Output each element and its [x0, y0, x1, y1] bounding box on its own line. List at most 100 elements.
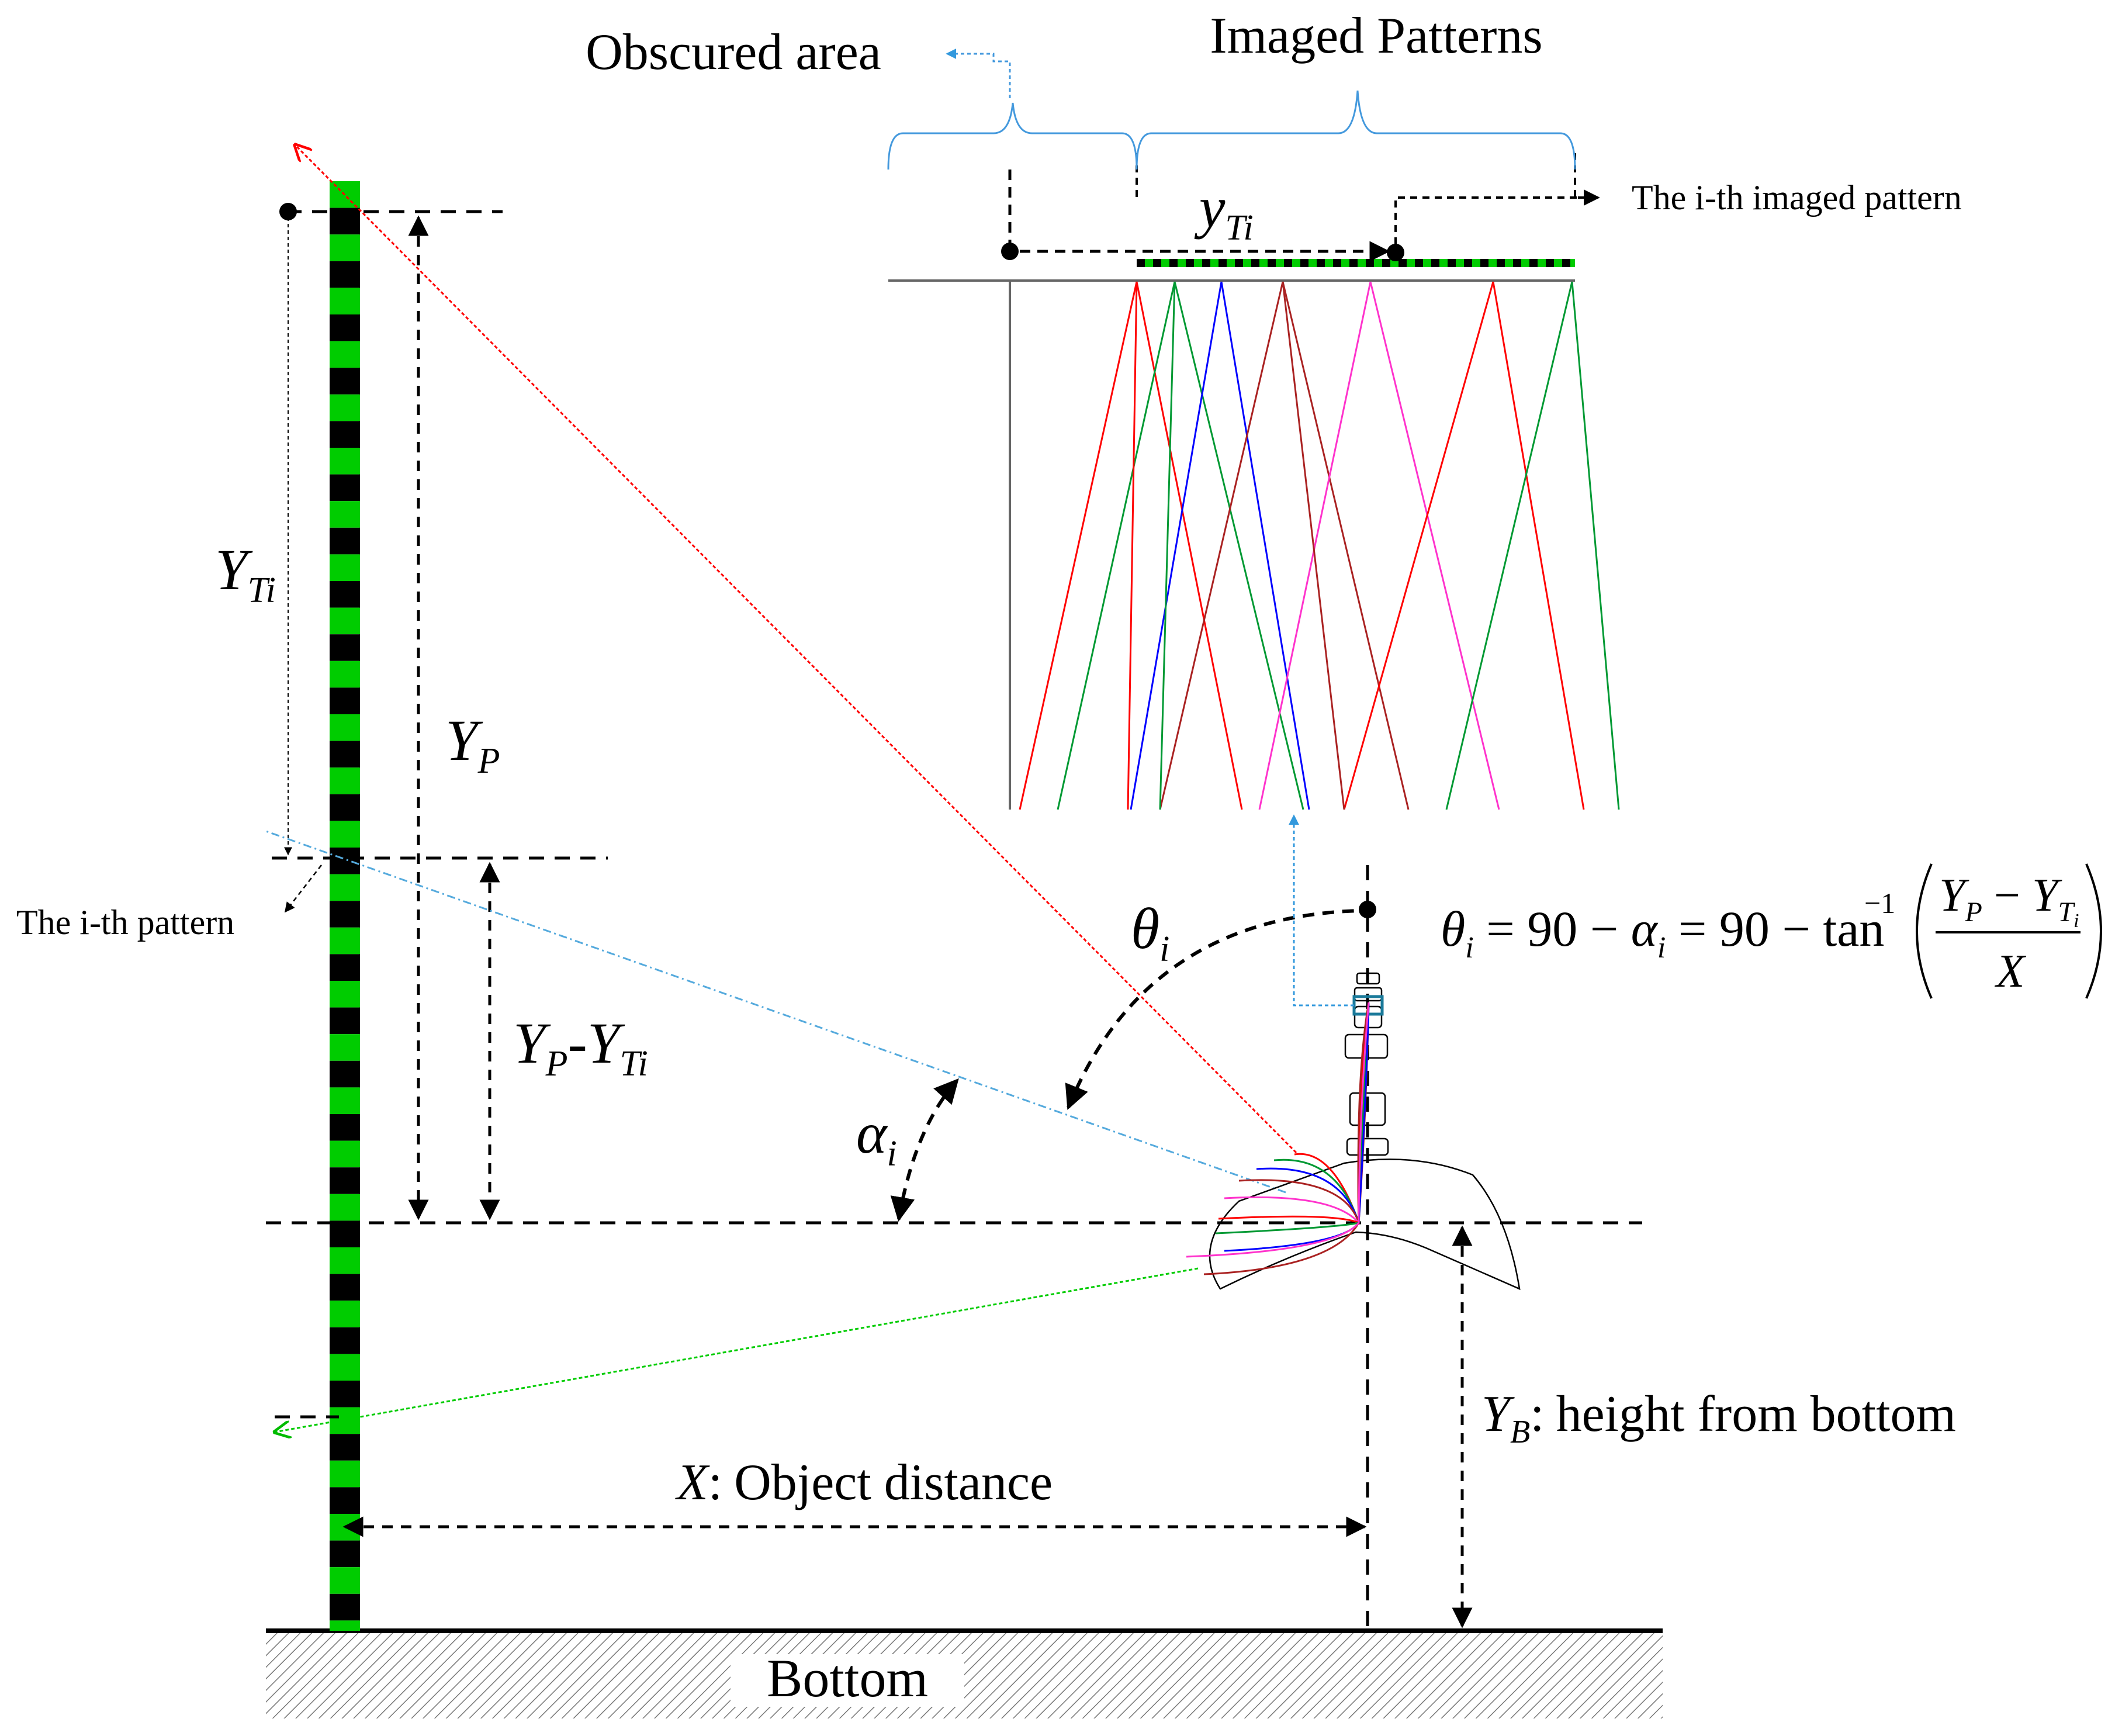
green-lower-ray — [275, 1267, 1199, 1432]
pole-segment — [330, 314, 360, 341]
image-ray — [1492, 281, 1585, 810]
pole-segment — [330, 767, 360, 794]
red-marginal-ray — [295, 145, 1297, 1154]
equation-right-paren — [2085, 863, 2102, 999]
image-point-dot — [1387, 244, 1404, 261]
chief-ray — [265, 830, 1286, 1194]
Y-P-minus-Y-T-i-symbol: YP-YTi — [513, 1011, 648, 1084]
obscured-area-label: Obscured area — [586, 24, 881, 81]
image-ray — [1159, 281, 1176, 810]
image-ray — [1173, 281, 1304, 810]
pole-segment — [330, 421, 360, 448]
pole-segment — [330, 1593, 360, 1621]
pole-segment — [330, 341, 360, 368]
obscured-area-brace — [887, 102, 1138, 170]
image-ray — [1343, 281, 1494, 810]
theta-equation: θi = 90 − αi = 90 − tan −1 YP − YTi X — [1441, 863, 2102, 999]
lens-ray — [1256, 1002, 1370, 1223]
pole-segment — [330, 794, 360, 821]
pole-segment — [330, 234, 360, 261]
image-ray — [1220, 281, 1310, 810]
pole-segment — [330, 1327, 360, 1354]
image-ray-fan — [1019, 281, 1620, 810]
theta-i-symbol: θi — [1131, 896, 1169, 969]
equation-numerator: YP − YTi — [1939, 870, 2079, 932]
pole-segment — [330, 660, 360, 688]
pole-segment — [330, 687, 360, 714]
pole-segment — [330, 448, 360, 475]
image-ray — [1159, 281, 1284, 810]
pole-segment — [330, 1140, 360, 1168]
pole-segment — [330, 581, 360, 608]
pole-segment — [330, 1167, 360, 1194]
image-ray — [1130, 281, 1223, 810]
pole-segment — [330, 741, 360, 768]
pole-segment — [330, 1381, 360, 1408]
image-ray — [1019, 281, 1138, 810]
lens-element-5 — [1353, 987, 1383, 1002]
pole-segment — [330, 1540, 360, 1568]
theta-arc — [1065, 909, 1359, 1110]
lens-ray-bundle — [1186, 1002, 1370, 1275]
pole-segment — [330, 474, 360, 502]
alpha-arc — [890, 1078, 959, 1222]
image-ray — [1571, 281, 1620, 810]
image-ray — [1258, 281, 1372, 810]
ith-imaged-pattern-label: The i-th imaged pattern — [1632, 178, 1962, 217]
ith-pattern-label: The i-th pattern — [16, 903, 234, 942]
pole-segment — [330, 927, 360, 955]
bottom-label-bg — [731, 1654, 964, 1707]
pole-segment — [330, 1274, 360, 1301]
image-ray — [1127, 281, 1138, 810]
Y-T-i-symbol: YTi — [215, 537, 276, 610]
top-pattern-dot — [279, 203, 297, 220]
pole-segment — [330, 634, 360, 661]
ground: Bottom — [266, 1628, 1663, 1718]
imaged-patterns-label: Imaged Patterns — [1210, 8, 1542, 64]
pole-segment — [330, 1301, 360, 1327]
labels: Obscured area Imaged Patterns The i-th i… — [16, 8, 1962, 1511]
pole-segment — [330, 821, 360, 848]
pole-segment — [330, 874, 360, 901]
pole-segment — [330, 501, 360, 528]
pole-segment — [330, 1434, 360, 1461]
pattern-pole — [330, 181, 360, 1631]
equation-left-paren — [1916, 863, 1933, 999]
image-ray — [1445, 281, 1573, 810]
Y-P-symbol: YP — [445, 708, 500, 781]
pole-segment — [330, 848, 360, 874]
pole-segment — [330, 1407, 360, 1434]
pole-segment — [330, 714, 360, 741]
image-ray — [1369, 281, 1500, 810]
pole-segment — [330, 1354, 360, 1381]
reference-lines — [266, 210, 1642, 1631]
pole-segment — [330, 368, 360, 395]
image-ray — [1136, 281, 1243, 810]
X-object-distance-label: X:Object distance — [675, 1454, 1053, 1511]
pole-segment — [330, 901, 360, 928]
pole-segment — [330, 1620, 360, 1631]
pole-segment — [330, 1567, 360, 1594]
image-ray — [1282, 281, 1345, 810]
pole-segment — [330, 1060, 360, 1088]
pole-segment — [330, 1460, 360, 1488]
pole-segment — [330, 554, 360, 581]
pole-segment — [330, 954, 360, 981]
pole-segment — [330, 1034, 360, 1061]
lens-element-6 — [1356, 972, 1380, 985]
Y-B-height-label: YB:height from bottom — [1481, 1386, 1956, 1450]
pole-segment — [330, 981, 360, 1008]
lens-element-2 — [1349, 1092, 1386, 1126]
pole-segment — [330, 1487, 360, 1514]
lens-ray — [1238, 1002, 1370, 1223]
image-ray — [1057, 281, 1176, 810]
pole-segment — [330, 1247, 360, 1274]
obscured-area-arrow — [946, 49, 1011, 98]
pole-segment — [330, 261, 360, 288]
pole-segment — [330, 1007, 360, 1035]
equation-exponent: −1 — [1864, 887, 1895, 919]
ith-imaged-leader — [1394, 196, 1578, 244]
lens-element-1 — [1346, 1137, 1389, 1156]
pole-segment — [330, 527, 360, 555]
